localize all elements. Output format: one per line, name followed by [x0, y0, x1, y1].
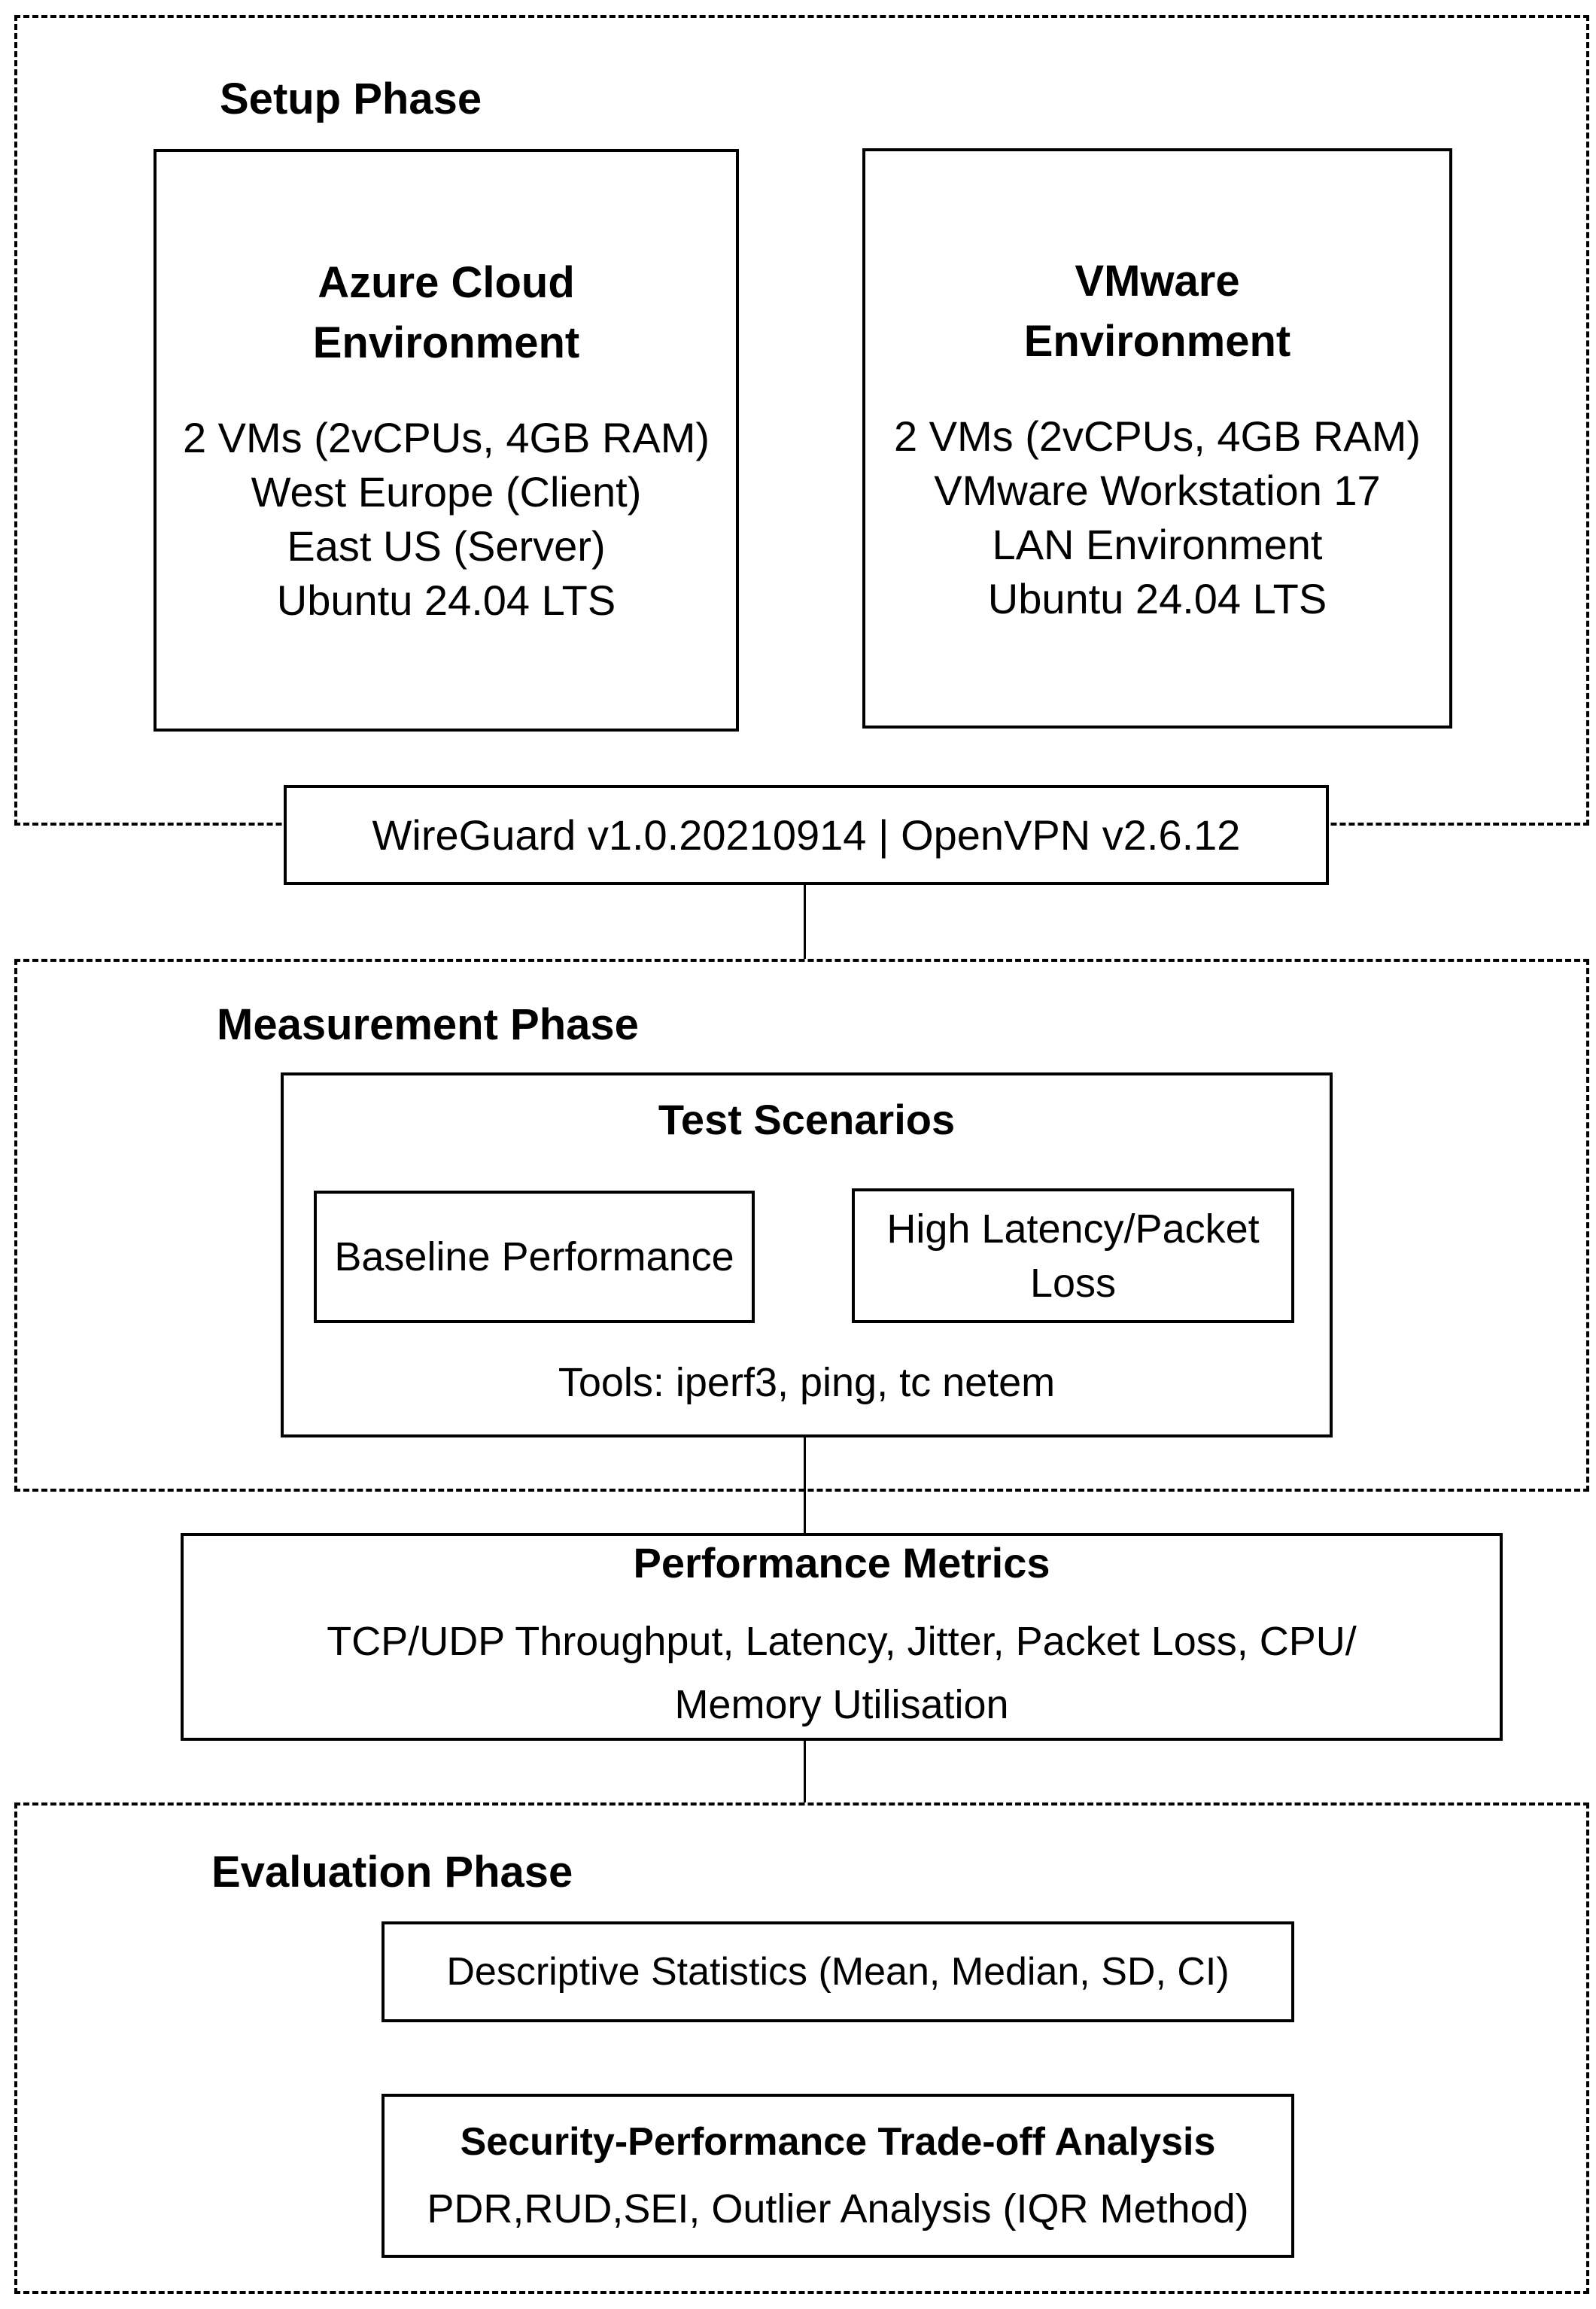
vmware-environment-box: VMware Environment 2 VMs (2vCPUs, 4GB RA… — [862, 148, 1452, 729]
high-latency-line: High Latency/Packet — [886, 1206, 1260, 1252]
azure-spec-line: East US (Server) — [287, 522, 606, 570]
vmware-box-specs: 2 VMs (2vCPUs, 4GB RAM) VMware Workstati… — [894, 409, 1421, 626]
descriptive-statistics-label: Descriptive Statistics (Mean, Median, SD… — [446, 1950, 1230, 1994]
vmware-title-line: Environment — [1023, 316, 1291, 366]
high-latency-packet-loss-box: High Latency/Packet Loss — [852, 1188, 1294, 1323]
connector-tests-to-metrics — [804, 1437, 806, 1533]
baseline-performance-box: Baseline Performance — [314, 1191, 755, 1323]
performance-metrics-body: TCP/UDP Throughput, Latency, Jitter, Pac… — [327, 1610, 1357, 1736]
vpn-versions-box: WireGuard v1.0.20210914 | OpenVPN v2.6.1… — [284, 785, 1329, 885]
connector-vpn-to-measurement — [804, 885, 806, 959]
azure-spec-line: 2 VMs (2vCPUs, 4GB RAM) — [182, 414, 710, 461]
azure-title-line: Azure Cloud — [318, 258, 575, 307]
performance-metrics-box: Performance Metrics TCP/UDP Throughput, … — [181, 1533, 1503, 1741]
azure-environment-box: Azure Cloud Environment 2 VMs (2vCPUs, 4… — [154, 149, 739, 732]
azure-box-specs: 2 VMs (2vCPUs, 4GB RAM) West Europe (Cli… — [183, 411, 710, 628]
vmware-box-title: VMware Environment — [1024, 251, 1291, 372]
connector-metrics-to-evaluation — [804, 1741, 806, 1802]
tradeoff-analysis-body: PDR,RUD,SEI, Outlier Analysis (IQR Metho… — [427, 2186, 1249, 2231]
vmware-spec-line: Ubuntu 24.04 LTS — [987, 574, 1327, 622]
azure-spec-line: Ubuntu 24.04 LTS — [276, 576, 616, 624]
test-scenarios-box: Test Scenarios Baseline Performance High… — [281, 1072, 1333, 1437]
evaluation-phase-container — [14, 1802, 1589, 2294]
metrics-line: TCP/UDP Throughput, Latency, Jitter, Pac… — [327, 1618, 1357, 1664]
azure-title-line: Environment — [312, 318, 580, 367]
vmware-spec-line: VMware Workstation 17 — [934, 466, 1381, 514]
vmware-spec-line: LAN Environment — [992, 520, 1323, 568]
descriptive-statistics-box: Descriptive Statistics (Mean, Median, SD… — [382, 1921, 1294, 2022]
baseline-performance-label: Baseline Performance — [334, 1234, 734, 1279]
evaluation-phase-title: Evaluation Phase — [211, 1848, 573, 1897]
azure-spec-line: West Europe (Client) — [251, 468, 642, 516]
vmware-spec-line: 2 VMs (2vCPUs, 4GB RAM) — [893, 412, 1421, 460]
setup-phase-title: Setup Phase — [220, 75, 482, 123]
performance-metrics-title: Performance Metrics — [633, 1538, 1050, 1586]
azure-box-title: Azure Cloud Environment — [313, 253, 580, 373]
tradeoff-analysis-box: Security-Performance Trade-off Analysis … — [382, 2094, 1294, 2258]
tools-label: Tools: iperf3, ping, tc netem — [558, 1360, 1056, 1405]
tradeoff-analysis-title: Security-Performance Trade-off Analysis — [460, 2120, 1216, 2164]
vpn-versions-label: WireGuard v1.0.20210914 | OpenVPN v2.6.1… — [372, 811, 1241, 859]
measurement-phase-title: Measurement Phase — [217, 1000, 639, 1049]
vmware-title-line: VMware — [1075, 256, 1240, 306]
high-latency-line: Loss — [1029, 1260, 1117, 1306]
test-scenarios-title: Test Scenarios — [658, 1096, 956, 1143]
measurement-phase-container — [14, 959, 1589, 1492]
metrics-line: Memory Utilisation — [674, 1681, 1009, 1727]
